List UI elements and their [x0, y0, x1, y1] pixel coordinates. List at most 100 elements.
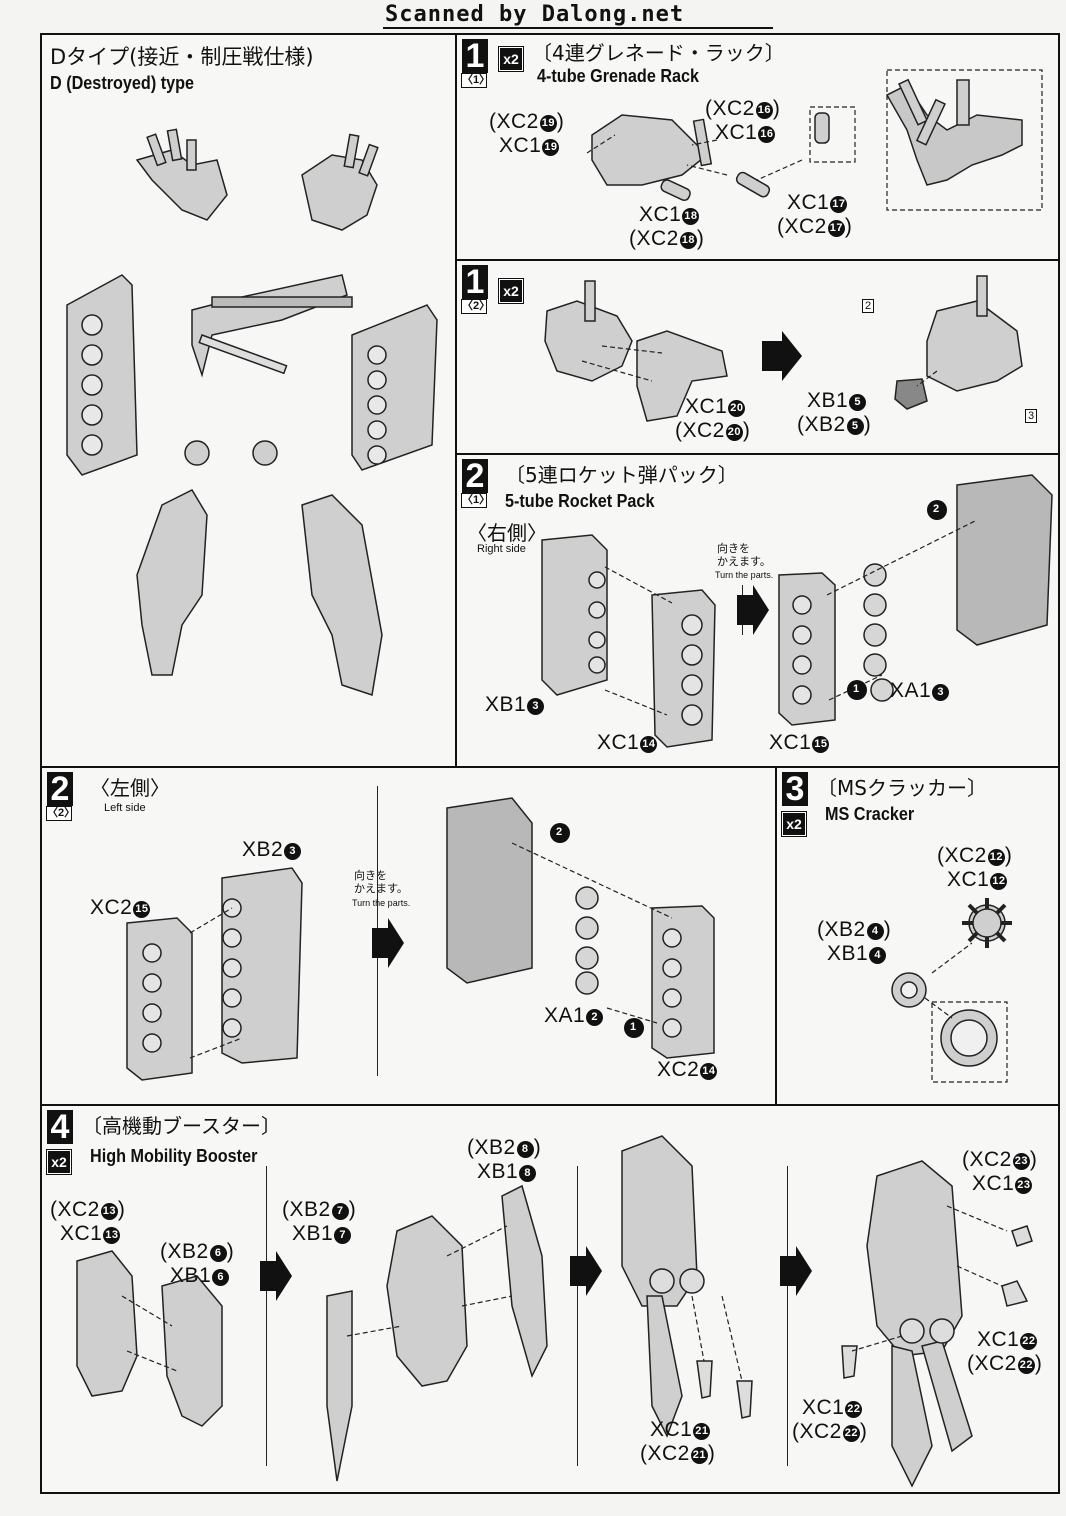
- side-label-en: Right side: [477, 543, 526, 555]
- type-title-en: D (Destroyed) type: [50, 73, 195, 93]
- ref-b: 3: [1025, 409, 1038, 423]
- step-sub: 〈1〉: [461, 73, 491, 88]
- step-sub: 〈1〉: [461, 493, 491, 508]
- step-title-jp: 〔4連グレネード・ラック〕: [532, 41, 785, 65]
- order-b: 2: [933, 503, 940, 515]
- side-label-en: Left side: [104, 802, 146, 814]
- step2-2-illustration: [126, 797, 715, 1081]
- turn-note-en: Turn the parts.: [715, 570, 774, 580]
- step-number: 3: [782, 772, 808, 806]
- step-title-en: 4-tube Grenade Rack: [537, 66, 700, 86]
- step-title-en: High Mobility Booster: [90, 1146, 258, 1166]
- next-arrow: [372, 918, 404, 968]
- type-parts-illustration: [66, 128, 438, 696]
- turn-note-en: Turn the parts.: [352, 898, 411, 908]
- step1-2-illustration: [544, 275, 1023, 422]
- credit-underline: [383, 27, 773, 29]
- order-b: 2: [556, 826, 563, 838]
- order-a: 1: [630, 1021, 637, 1033]
- step-title-en: 5-tube Rocket Pack: [505, 491, 655, 511]
- type-title-jp: Dタイプ(接近・制圧戦仕様): [50, 45, 314, 69]
- ref-a: 2: [862, 299, 875, 313]
- step-sub: 〈2〉: [46, 806, 76, 821]
- step-title-en: MS Cracker: [825, 804, 915, 824]
- separator: [577, 1166, 578, 1466]
- multiplier-badge: x2: [46, 1149, 72, 1175]
- separator: [266, 1166, 267, 1466]
- next-arrow: [260, 1251, 292, 1301]
- step3-illustration: [891, 898, 1012, 1083]
- step2-2-panel: 2 〈2〉 〈左側〉 Left side 向きを かえます。 Turn the …: [40, 766, 780, 1106]
- step-title-jp: 〔MSクラッカー〕: [817, 776, 987, 800]
- next-arrow: [570, 1246, 602, 1296]
- multiplier-badge: x2: [498, 278, 524, 304]
- scan-credit: Scanned by Dalong.net: [385, 2, 685, 27]
- step-number: 4: [47, 1110, 73, 1144]
- step2-1-panel: 2 〈1〉 〔5連ロケット弾パック〕 5-tube Rocket Pack 〈右…: [455, 453, 1060, 768]
- step4-illustration: [76, 1135, 1033, 1488]
- next-arrow: [762, 331, 802, 381]
- type-panel: Dタイプ(接近・制圧戦仕様) D (Destroyed) type: [40, 33, 460, 768]
- order-a: 1: [853, 683, 860, 695]
- step-title-jp: 〔5連ロケット弾パック〕: [505, 463, 738, 487]
- multiplier-badge: x2: [781, 811, 807, 837]
- step-title-jp: 〔高機動ブースター〕: [82, 1114, 281, 1138]
- step-number: 1: [462, 265, 488, 299]
- step1-1-illustration: [586, 69, 1043, 211]
- step-sub: 〈2〉: [461, 299, 491, 314]
- next-arrow: [780, 1246, 812, 1296]
- separator: [787, 1166, 788, 1466]
- next-arrow: [737, 585, 769, 635]
- step1-1-panel: 1 〈1〉 x2 〔4連グレネード・ラック〕 4-tube Grenade Ra…: [455, 33, 1060, 261]
- step-number: 1: [462, 39, 488, 73]
- step-number: 2: [47, 772, 73, 806]
- multiplier-badge: x2: [498, 46, 524, 72]
- turn-note-jp: 向きを かえます。: [354, 870, 408, 895]
- step2-1-illustration: [541, 474, 1053, 748]
- turn-note-jp: 向きを かえます。: [717, 543, 771, 568]
- side-label-jp: 〈左側〉: [90, 776, 170, 800]
- step-number: 2: [462, 459, 488, 493]
